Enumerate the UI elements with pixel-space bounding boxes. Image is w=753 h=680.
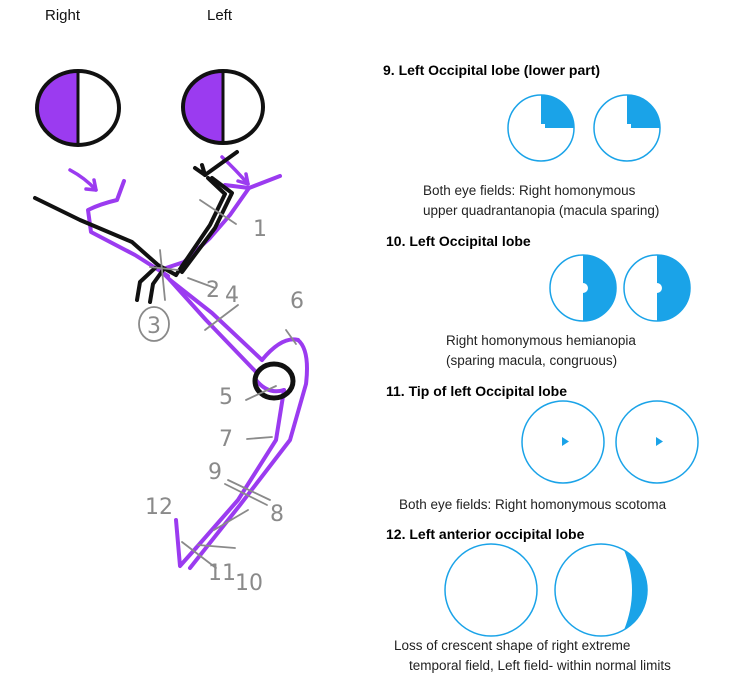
right-eye-label: Right <box>45 7 81 24</box>
section-11-field-icons <box>521 400 699 484</box>
lesion-label-11: 11 <box>208 561 236 586</box>
lesion-label-6: 6 <box>290 289 304 314</box>
section-9-heading: 9. Left Occipital lobe (lower part) <box>383 62 601 78</box>
section-9-desc-line-1: Both eye fields: Right homonymous <box>423 183 636 198</box>
lesion-label-5: 5 <box>219 385 233 410</box>
lesion-marker-lines <box>138 199 297 569</box>
black-arrow-icon <box>193 150 239 177</box>
lesion-label-1: 1 <box>253 217 267 242</box>
lesion-label-4: 4 <box>225 283 239 308</box>
section-10-desc-line-2: (sparing macula, congruous) <box>446 353 618 368</box>
lesion-label-7: 7 <box>219 427 233 452</box>
lesion-marker-labels: 1 2 3 4 5 6 7 8 9 10 11 12 <box>145 217 304 596</box>
section-11-heading: 11. Tip of left Occipital lobe <box>386 383 568 399</box>
lesion-label-2: 2 <box>206 278 220 303</box>
section-11-right-field-icon <box>615 400 699 484</box>
right-eye-arrow-icon <box>68 168 98 192</box>
section-9-right-field-icon <box>593 94 661 162</box>
section-9-desc-line-2: upper quadrantanopia (macula sparing) <box>423 203 660 218</box>
right-eye-icon <box>35 69 121 147</box>
section-10-desc-line-1: Right homonymous hemianopia <box>446 333 636 348</box>
lesion-label-12: 12 <box>145 495 173 520</box>
section-10-heading: 10. Left Occipital lobe <box>386 233 531 249</box>
section-9-left-field-icon <box>507 94 575 162</box>
section-11-left-field-icon <box>521 400 605 484</box>
section-10-right-field-icon <box>623 254 691 322</box>
lesion-label-8: 8 <box>270 502 284 527</box>
lesion-label-9: 9 <box>208 460 222 485</box>
lesion-label-10: 10 <box>235 571 263 596</box>
section-12-field-icons <box>444 543 648 637</box>
lesion-label-3: 3 <box>147 314 161 339</box>
section-11-desc-line-1: Both eye fields: Right homonymous scotom… <box>399 497 667 512</box>
section-10-left-field-icon <box>549 254 617 322</box>
section-12-left-field-icon <box>444 543 538 637</box>
left-eye-icon <box>181 69 265 145</box>
section-12-desc-line-1: Loss of crescent shape of right extreme <box>394 638 631 653</box>
section-10-field-icons <box>549 254 691 322</box>
section-12-desc-line-2: temporal field, Left field- within norma… <box>409 658 671 673</box>
section-9-field-icons <box>507 94 661 162</box>
section-12-heading: 12. Left anterior occipital lobe <box>386 526 585 542</box>
left-eye-label: Left <box>207 7 233 24</box>
visual-pathway-diagram: 1 2 3 4 5 6 7 8 9 10 11 12 <box>33 69 309 596</box>
section-12-right-field-icon <box>554 543 648 637</box>
